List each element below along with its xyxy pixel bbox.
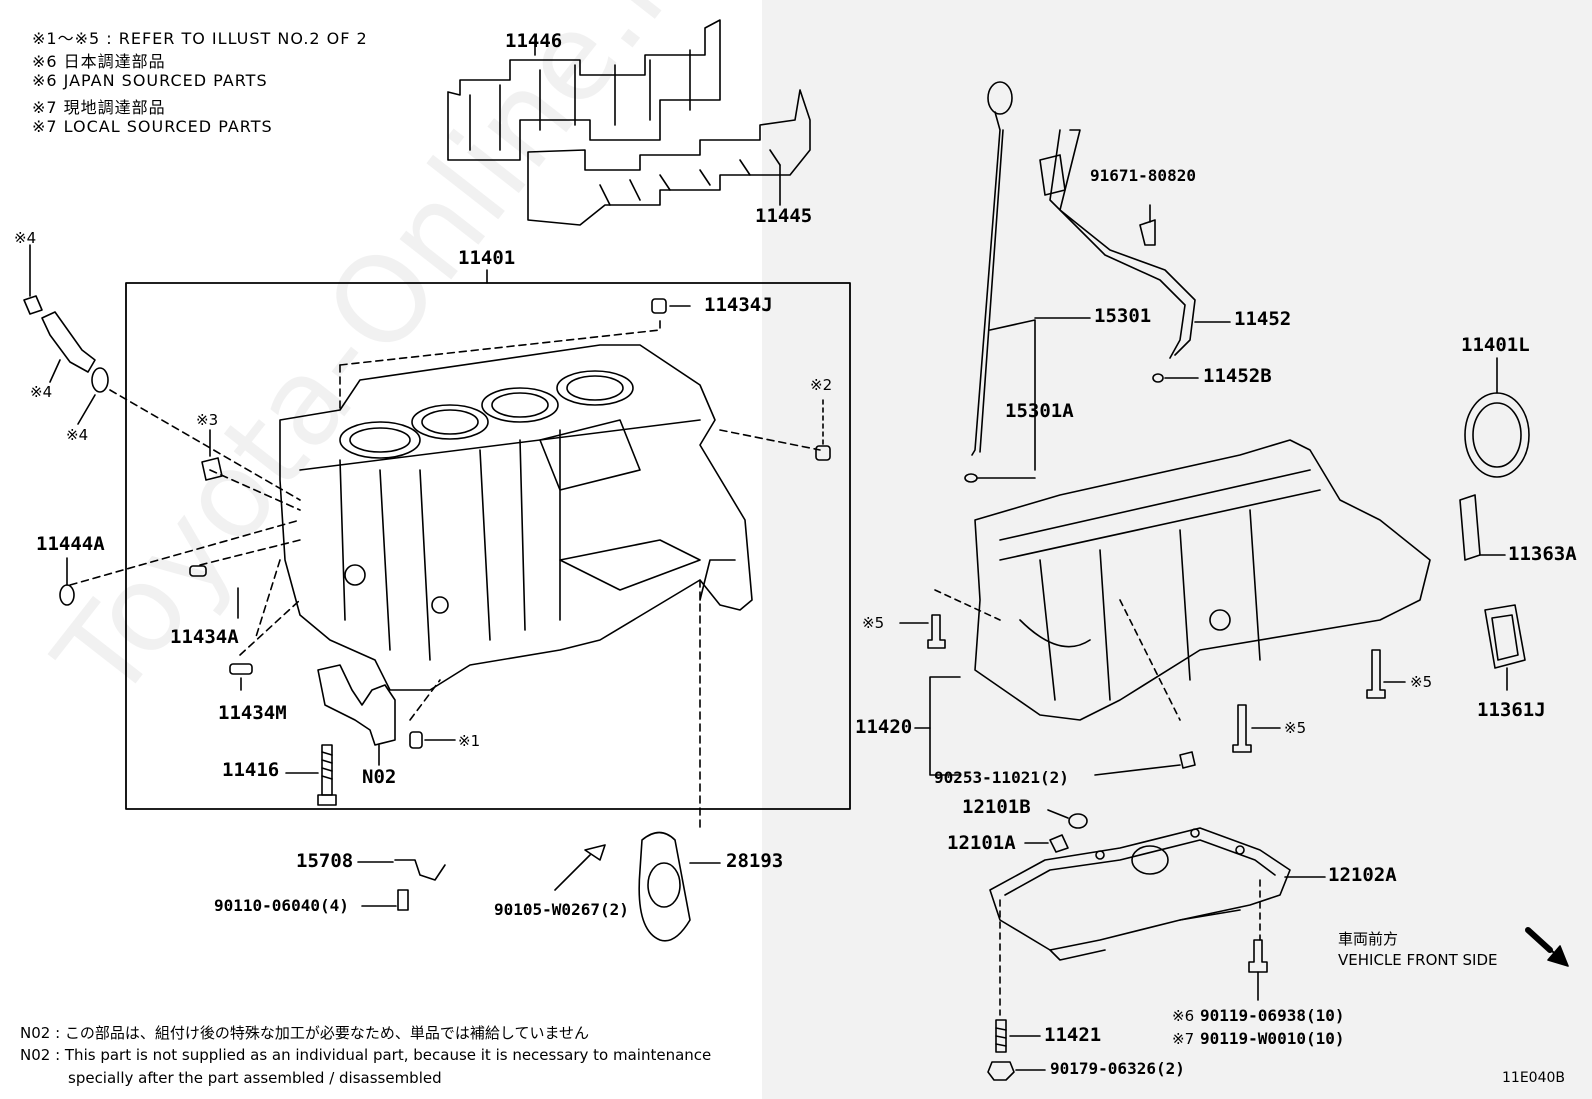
gasket-12101B	[1068, 813, 1088, 829]
bolt-90119	[1248, 939, 1268, 973]
part-11361J	[1484, 604, 1526, 669]
label-12101B[interactable]: 12101B	[962, 796, 1031, 818]
mark-5-left: ※5	[862, 614, 885, 632]
label-12101A[interactable]: 12101A	[947, 832, 1016, 854]
cylinder-block	[279, 344, 753, 691]
label-91671[interactable]: 91671-80820	[1090, 166, 1196, 185]
o-ring-11452B	[1152, 373, 1164, 383]
label-15708[interactable]: 15708	[296, 850, 354, 872]
pipe-15708	[394, 859, 446, 881]
label-11401[interactable]: 11401	[458, 247, 516, 269]
label-90110[interactable]: 90110-06040(4)	[214, 896, 349, 915]
bolt-11416	[317, 744, 337, 806]
mark-4-middle: ※4	[30, 383, 53, 401]
o-ring-15301A	[964, 473, 978, 483]
footnote-en-1: N02 : This part is not supplied as an in…	[20, 1046, 712, 1064]
label-90119-japan[interactable]: 90119-06938(10)	[1200, 1006, 1345, 1025]
label-11445[interactable]: 11445	[755, 205, 813, 227]
gasket-11446	[447, 19, 721, 161]
bolt-91671	[1139, 219, 1156, 246]
o-ring-11444A	[59, 584, 75, 606]
note-line-1: ※1～※5 : REFER TO ILLUST NO.2 OF 2	[32, 29, 368, 48]
bolt-90105	[584, 844, 606, 861]
gasket-11445	[527, 89, 811, 226]
oil-seal-11401L	[1464, 392, 1530, 478]
label-11444A[interactable]: 11444A	[36, 533, 105, 555]
label-11420[interactable]: 11420	[855, 716, 913, 738]
mark-6: ※6	[1172, 1007, 1195, 1025]
label-11421[interactable]: 11421	[1044, 1024, 1102, 1046]
label-11361J[interactable]: 11361J	[1477, 699, 1546, 721]
label-15301A[interactable]: 15301A	[1005, 400, 1074, 422]
label-11452B[interactable]: 11452B	[1203, 365, 1272, 387]
label-90253[interactable]: 90253-11021(2)	[934, 768, 1069, 787]
part-11363A	[1459, 494, 1481, 561]
mark-1: ※1	[458, 732, 481, 750]
mark-4-top: ※4	[14, 229, 37, 247]
mark-7: ※7	[1172, 1030, 1195, 1048]
block-frame	[125, 282, 851, 810]
crankcase-11420	[974, 439, 1431, 721]
footnote-en-2: specially after the part assembled / dis…	[68, 1069, 442, 1087]
mark-5-center: ※5	[1284, 719, 1307, 737]
note-line-2: ※6 日本調達部品	[32, 52, 166, 71]
dowel-11434A	[189, 565, 207, 577]
note-line-4: ※7 現地調達部品	[32, 98, 166, 117]
label-11434A[interactable]: 11434A	[170, 626, 239, 648]
mark-2: ※2	[810, 376, 833, 394]
label-11416[interactable]: 11416	[222, 759, 280, 781]
bolts-m5	[927, 614, 1386, 753]
dowel-m1	[409, 731, 423, 749]
label-11363A[interactable]: 11363A	[1508, 543, 1577, 565]
label-28193[interactable]: 28193	[726, 850, 784, 872]
dowel-11434J	[651, 298, 667, 314]
dashed-lines-right	[934, 589, 1261, 1016]
front-label-jp: 車両前方	[1338, 930, 1399, 948]
gasket-28193	[638, 831, 691, 942]
plug-m3	[201, 457, 223, 481]
label-11434M[interactable]: 11434M	[218, 702, 287, 724]
front-arrow-head	[1547, 945, 1569, 967]
bearing-cap-N02	[317, 664, 396, 746]
note-line-3: ※6 JAPAN SOURCED PARTS	[32, 71, 268, 90]
label-11401L[interactable]: 11401L	[1461, 334, 1530, 356]
label-N02[interactable]: N02	[362, 766, 397, 788]
plug-12101A	[1049, 834, 1069, 853]
label-90119-local[interactable]: 90119-W0010(10)	[1200, 1029, 1345, 1048]
footnote-jp: N02 : この部品は、組付け後の特殊な加工が必要なため、単品では補給していませ…	[20, 1024, 590, 1042]
dipstick-guide-11452	[1039, 129, 1196, 359]
diagram-id: 11E040B	[1502, 1070, 1565, 1086]
pin-11434M	[229, 663, 253, 675]
right-panel-background	[762, 0, 1592, 1099]
oil-pan-12102A	[989, 827, 1291, 961]
label-12102A[interactable]: 12102A	[1328, 864, 1397, 886]
mark-4-bottom: ※4	[66, 426, 89, 444]
mark-3: ※3	[196, 411, 219, 429]
mark-5-right: ※5	[1410, 673, 1433, 691]
nut-90179	[987, 1061, 1015, 1081]
nut-90253	[1179, 751, 1196, 769]
label-90105[interactable]: 90105-W0267(2)	[494, 900, 629, 919]
dashed-lines-left	[69, 319, 821, 831]
label-15301[interactable]: 15301	[1094, 305, 1152, 327]
label-90179[interactable]: 90179-06326(2)	[1050, 1059, 1185, 1078]
label-11434J[interactable]: 11434J	[704, 294, 773, 316]
label-11446[interactable]: 11446	[505, 30, 563, 52]
label-11452[interactable]: 11452	[1234, 308, 1292, 330]
note-line-5: ※7 LOCAL SOURCED PARTS	[32, 117, 273, 136]
dowel-m2	[815, 445, 831, 461]
stud-11421	[995, 1019, 1007, 1053]
oil-jet-m4	[23, 295, 109, 393]
front-label-en: VEHICLE FRONT SIDE	[1338, 951, 1498, 969]
dipstick-15301	[971, 81, 1013, 456]
